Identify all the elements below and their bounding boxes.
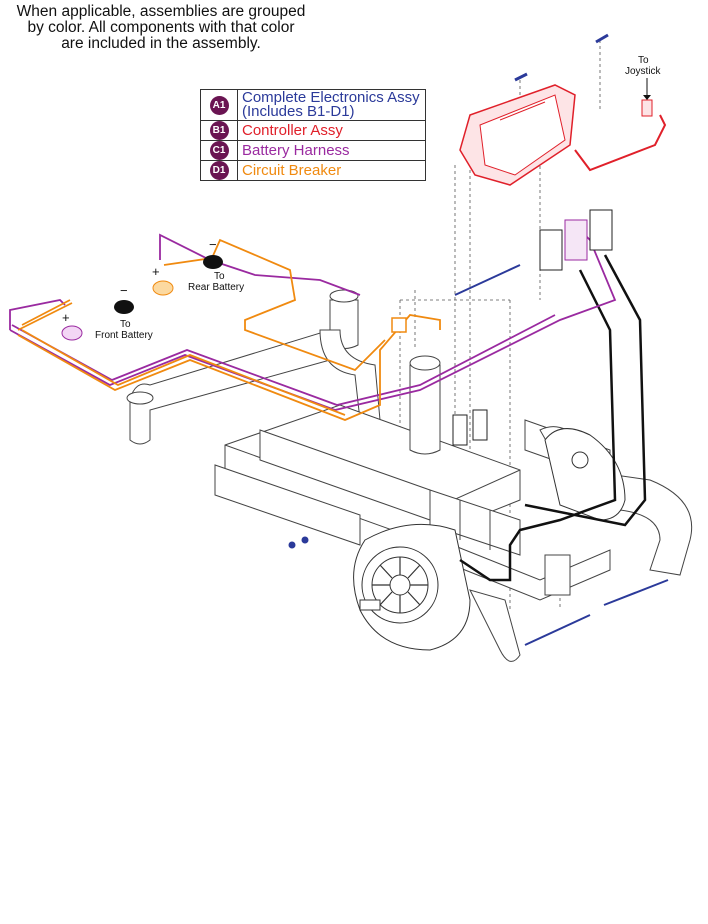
right-hub — [544, 428, 626, 521]
front-battery-plus: + — [62, 310, 70, 325]
drive-motor — [353, 523, 471, 651]
legend-row-d1: D1 Circuit Breaker — [201, 161, 425, 180]
legend-label-d1: Circuit Breaker — [242, 161, 342, 179]
arrow-down-icon — [643, 95, 651, 100]
badge-d1: D1 — [209, 161, 229, 180]
rear-battery-terminals — [152, 255, 223, 296]
legend-label-c1: Battery Harness — [242, 141, 350, 159]
circuit-breaker-orange — [17, 238, 441, 421]
assembly-note: When applicable, assemblies are grouped … — [16, 3, 306, 52]
controller-connectors — [452, 209, 613, 446]
rear-battery-plus: + — [152, 264, 160, 279]
cable-tie-icon — [454, 264, 521, 296]
joystick-label-name: Joystick — [625, 66, 662, 77]
legend-label-a1: Complete Electronics Assy (Includes B1-D… — [242, 89, 420, 120]
rear-battery-label-to: To — [214, 271, 225, 282]
front-battery-minus: − — [120, 283, 128, 298]
screw-icon — [514, 72, 528, 82]
screw-icon — [595, 33, 609, 44]
hardware-items — [288, 33, 669, 646]
joystick-label-to: To — [638, 55, 649, 66]
legend-label-b1: Controller Assy — [242, 121, 343, 139]
controller-harness-wires — [459, 254, 647, 582]
front-battery-label-to: To — [120, 319, 131, 330]
legend-row-a1: A1 Complete Electronics Assy (Includes B… — [201, 90, 425, 121]
front-battery-terminals — [61, 300, 134, 341]
legend-row-c1: C1 Battery Harness — [201, 141, 425, 161]
battery-harness-purple — [9, 224, 617, 411]
legend-row-b1: B1 Controller Assy — [201, 121, 425, 141]
front-battery-label-name: Front Battery — [95, 330, 153, 341]
assembly-legend: A1 Complete Electronics Assy (Includes B… — [200, 89, 426, 181]
cable-tie-icon — [603, 579, 669, 606]
washer-icon — [301, 536, 309, 544]
controller-assembly — [459, 84, 667, 186]
joystick-connector — [641, 78, 653, 117]
rear-battery-label-name: Rear Battery — [188, 282, 244, 293]
rear-battery-minus: − — [209, 237, 217, 252]
badge-c1: C1 — [209, 141, 229, 160]
badge-a1: A1 — [209, 95, 229, 115]
badge-b1: B1 — [209, 121, 229, 140]
nut-icon — [288, 541, 296, 549]
cable-tie-icon — [524, 614, 591, 646]
